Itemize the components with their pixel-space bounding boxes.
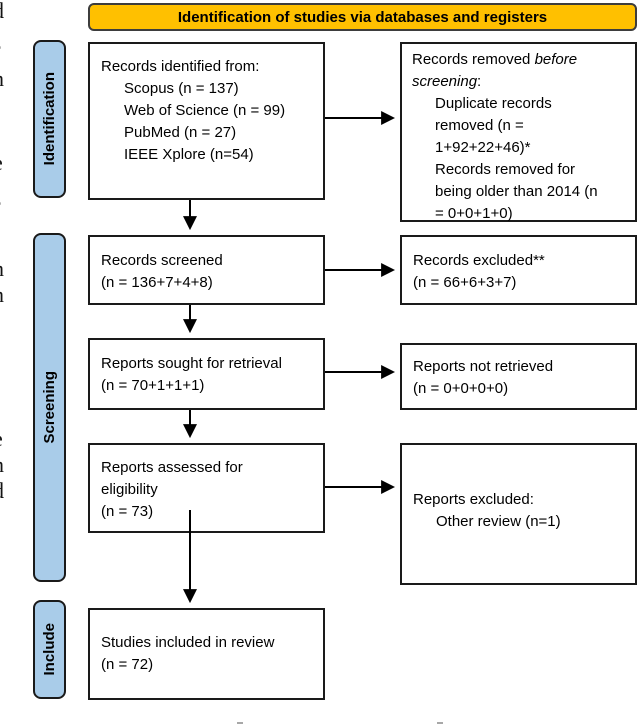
box-records-identified-title: Records identified from: [101, 58, 260, 75]
source-web-of-science: Web of Science (n = 99) [124, 102, 286, 119]
removed-older-line3: = 0+0+1+0) [435, 205, 513, 222]
banner-title: Identification of studies via databases … [88, 3, 637, 31]
caption-text-fragment [437, 722, 443, 724]
removed-duplicates-line2: removed (n = [435, 117, 524, 134]
edge-letter: n [0, 258, 4, 280]
box-reports-excluded-title: Reports excluded: [413, 491, 534, 508]
box-reports-not-retrieved-count: (n = 0+0+0+0) [413, 380, 509, 397]
box-records-excluded-count: (n = 66+6+3+7) [413, 274, 517, 291]
box-records-screened: Records screened (n = 136+7+4+8) [88, 235, 325, 305]
removed-title-normal: Records removed [412, 51, 535, 68]
box-studies-included-count: (n = 72) [101, 656, 154, 673]
source-ieee-xplore: IEEE Xplore (n=54) [124, 146, 254, 163]
box-reports-excluded: Reports excluded: Other review (n=1) [400, 443, 637, 585]
box-records-removed: Records removed before screening: Duplic… [400, 42, 637, 222]
box-reports-sought-count: (n = 70+1+1+1) [101, 377, 205, 394]
stage-label-include: Include [33, 600, 66, 699]
removed-duplicates-line3: 1+92+22+46)* [435, 139, 531, 156]
removed-title-italic: before [534, 51, 578, 68]
stage-label-identification: Identification [33, 40, 66, 198]
removed-older-line1: Records removed for [435, 161, 576, 178]
box-records-removed-title-line1: Records removed before [412, 49, 631, 71]
box-reports-assessed: Reports assessed for eligibility (n = 73… [88, 443, 325, 533]
box-studies-included: Studies included in review (n = 72) [88, 608, 325, 700]
box-records-excluded: Records excluded** (n = 66+6+3+7) [400, 235, 637, 305]
box-reports-not-retrieved-line1: Reports not retrieved [413, 358, 554, 375]
edge-letter: n [0, 68, 4, 90]
box-records-excluded-line1: Records excluded** [413, 252, 545, 269]
box-records-screened-count: (n = 136+7+4+8) [101, 274, 213, 291]
removed-older-line2: being older than 2014 (n [435, 183, 598, 200]
cropped-page-text-column: d f n - e , f - n n - t , e n d ; [0, 0, 12, 727]
box-reports-sought: Reports sought for retrieval (n = 70+1+1… [88, 338, 325, 410]
box-records-screened-line1: Records screened [101, 252, 223, 269]
edge-letter: d [0, 480, 4, 502]
caption-text-fragment [237, 722, 243, 724]
source-pubmed: PubMed (n = 27) [124, 124, 237, 141]
edge-letter: n [0, 454, 4, 476]
box-reports-not-retrieved: Reports not retrieved (n = 0+0+0+0) [400, 343, 637, 410]
box-reports-assessed-line1: Reports assessed for [101, 459, 243, 476]
stage-label-include-text: Include [41, 623, 58, 676]
box-reports-sought-line1: Reports sought for retrieval [101, 355, 282, 372]
box-records-removed-title-line2: screening: [412, 71, 631, 93]
removed-duplicates-line1: Duplicate records [435, 95, 552, 112]
source-scopus: Scopus (n = 137) [124, 80, 239, 97]
edge-letter: e [0, 152, 3, 174]
removed-title-italic2: screening [412, 73, 478, 90]
removed-title-colon: : [477, 73, 482, 90]
box-records-identified: Records identified from: Scopus (n = 137… [88, 42, 325, 200]
stage-label-identification-text: Identification [41, 72, 58, 166]
box-reports-assessed-count: (n = 73) [101, 503, 154, 520]
box-reports-assessed-line2: eligibility [101, 481, 158, 498]
box-studies-included-line1: Studies included in review [101, 634, 275, 651]
edge-letter: e [0, 428, 3, 450]
edge-letter: n [0, 284, 4, 306]
reports-excluded-other-review: Other review (n=1) [436, 513, 561, 530]
stage-label-screening: Screening [33, 233, 66, 582]
edge-letter: d [0, 0, 4, 22]
stage-label-screening-text: Screening [41, 371, 58, 444]
